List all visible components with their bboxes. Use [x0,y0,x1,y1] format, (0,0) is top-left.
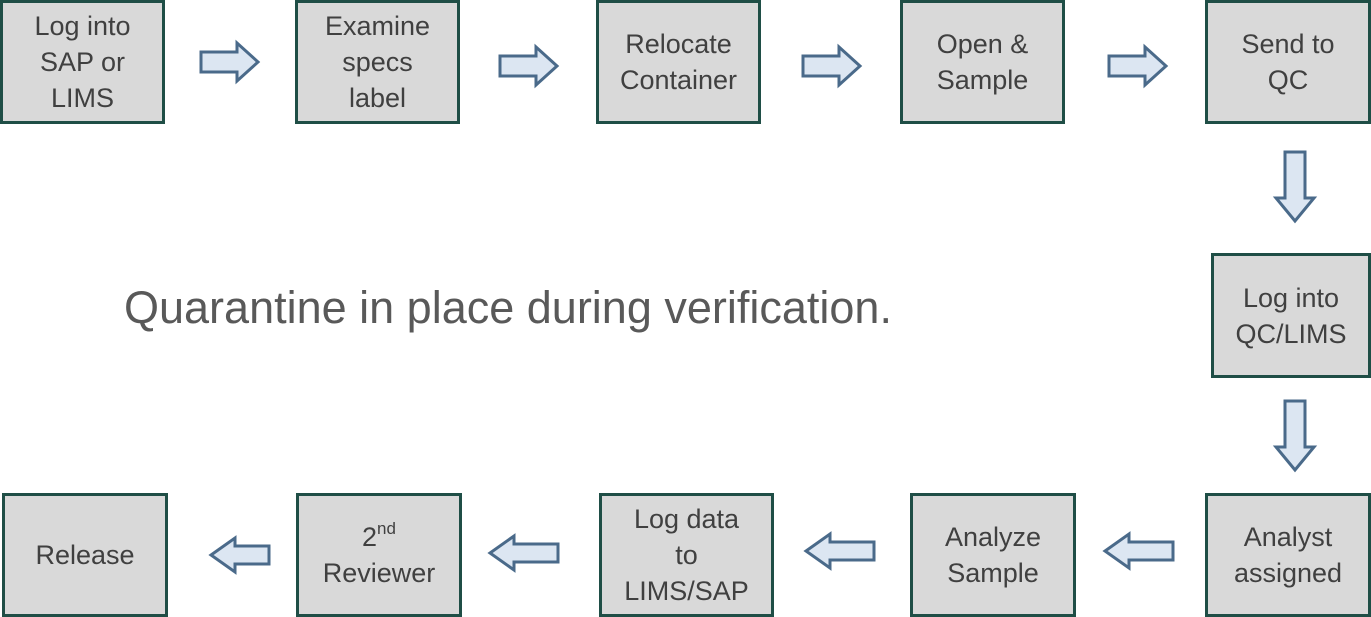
step-line: SAP or [39,47,126,77]
step-line: Log data [633,504,740,534]
arrow-left-icon [803,531,876,571]
arrow-down-icon [1272,150,1318,224]
step-line: Examine [324,11,431,41]
step-line: Relocate [625,29,732,59]
arrow-right-icon [801,43,863,89]
step-analyst-assigned: Analyst assigned [1205,493,1371,617]
step-release: Release [2,493,168,617]
step-log-data: Log data to LIMS/SAP [599,493,774,617]
step-line: Analyst [1243,522,1333,552]
quarantine-note: Quarantine in place during verification. [124,282,892,333]
step-second-reviewer: 2nd Reviewer [296,493,462,617]
step-line: Log into [34,11,131,41]
ordinal-number: 2 [362,522,378,552]
step-line: Reviewer [322,558,436,588]
step-line: Sample [936,65,1029,95]
step-line: Send to [1241,29,1335,59]
step-line: LIMS/SAP [624,576,749,606]
step-send-to-qc: Send to QC [1205,0,1371,124]
arrow-right-icon [199,39,261,85]
arrow-right-icon [498,43,560,89]
arrow-down-icon [1272,399,1318,473]
step-line: Sample [947,558,1039,588]
step-relocate-container: Relocate Container [596,0,761,124]
step-log-into-qc: Log into QC/LIMS [1211,253,1371,378]
step-analyze-sample: Analyze Sample [910,493,1076,617]
step-examine-specs: Examine specs label [295,0,460,124]
step-line: specs [342,47,413,77]
step-line: to [675,540,698,570]
step-line: label [348,83,407,113]
step-line: Container [619,65,738,95]
step-line: Open & [936,29,1029,59]
ordinal-suffix: nd [377,519,396,538]
arrow-left-icon [487,533,560,573]
step-open-sample: Open & Sample [900,0,1065,124]
step-line: Analyze [944,522,1042,552]
arrow-left-icon [208,535,271,575]
step-log-into-sap: Log into SAP or LIMS [0,0,165,124]
step-line: Release [35,540,135,570]
step-line: Log into [1242,282,1340,313]
arrow-left-icon [1102,531,1175,571]
step-line: QC [1267,65,1309,95]
step-line: LIMS [50,83,115,113]
step-line: QC/LIMS [1235,318,1347,349]
arrow-right-icon [1107,43,1169,89]
step-line: 2nd [362,519,396,555]
step-line: assigned [1233,558,1343,588]
